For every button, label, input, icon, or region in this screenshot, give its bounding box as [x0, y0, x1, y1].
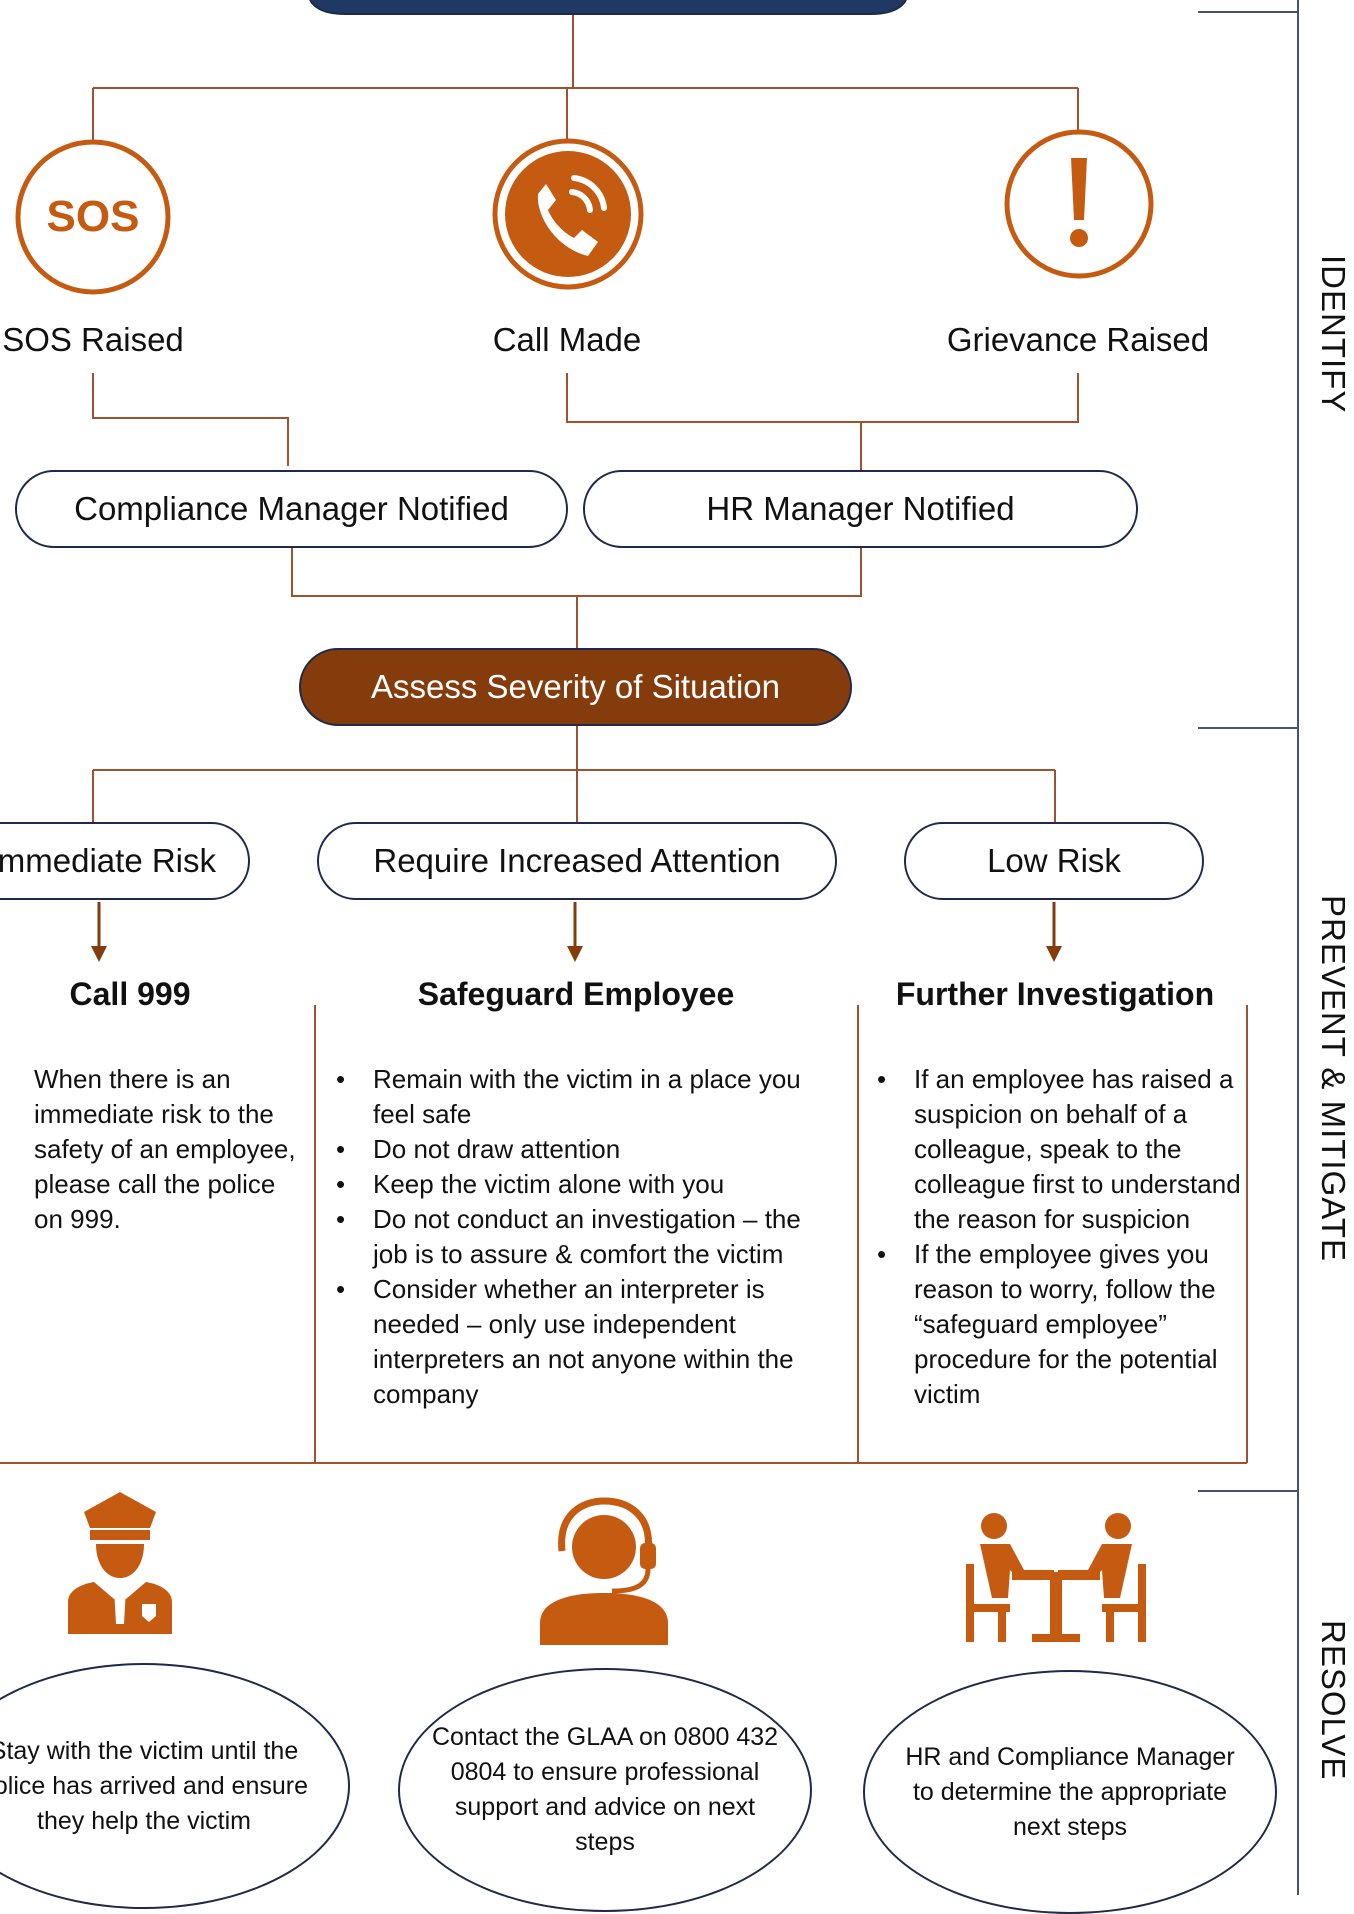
risk-low: Low Risk	[904, 822, 1204, 900]
list-item: Do not draw attention	[316, 1132, 806, 1167]
heading-further-investigation: Further Investigation	[895, 976, 1215, 1012]
resolve-police-text: Stay with the victim until the police ha…	[0, 1663, 350, 1909]
list-item: Keep the victim alone with you	[316, 1167, 806, 1202]
svg-text:SOS: SOS	[47, 192, 140, 241]
compliance-manager-notified: Compliance Manager Notified	[15, 470, 568, 548]
list-item: Do not conduct an investigation – the jo…	[316, 1202, 806, 1272]
exclamation-icon	[1003, 128, 1155, 280]
trigger-label-sos: SOS Raised	[2, 321, 184, 358]
list-item: If an employee has raised a suspicion on…	[857, 1062, 1242, 1237]
trigger-label-grievance: Grievance Raised	[946, 321, 1210, 358]
trigger-label-call: Call Made	[492, 321, 642, 358]
phase-label-resolve: RESOLVE	[1315, 1620, 1352, 1781]
list-item: If the employee gives you reason to worr…	[857, 1237, 1242, 1412]
assess-severity-box: Assess Severity of Situation	[299, 648, 852, 726]
investigation-bullet-list: If an employee has raised a suspicion on…	[857, 1062, 1242, 1412]
headset-operator-icon	[540, 1495, 670, 1645]
heading-call-999: Call 999	[69, 976, 191, 1012]
heading-safeguard-employee: Safeguard Employee	[417, 976, 735, 1012]
phone-call-icon	[490, 136, 646, 292]
risk-immediate: Immediate Risk	[0, 822, 250, 900]
phase-label-identify: IDENTIFY	[1315, 255, 1352, 414]
list-item: Consider whether an interpreter is neede…	[316, 1272, 806, 1412]
meeting-table-icon	[962, 1512, 1150, 1644]
resolve-glaa-text: Contact the GLAA on 0800 432 0804 to ens…	[398, 1668, 812, 1912]
call-999-text: When there is an immediate risk to the s…	[34, 1064, 296, 1234]
hr-manager-notified: HR Manager Notified	[583, 470, 1138, 548]
safeguard-bullet-list: Remain with the victim in a place you fe…	[316, 1062, 806, 1412]
resolve-hr-text: HR and Compliance Manager to determine t…	[863, 1670, 1277, 1914]
risk-increased-attention: Require Increased Attention	[317, 822, 837, 900]
phase-label-prevent-mitigate: PREVENT & MITIGATE	[1315, 895, 1352, 1262]
sos-icon: SOS	[14, 138, 172, 296]
police-officer-icon	[64, 1484, 176, 1634]
list-item: Remain with the victim in a place you fe…	[316, 1062, 806, 1132]
